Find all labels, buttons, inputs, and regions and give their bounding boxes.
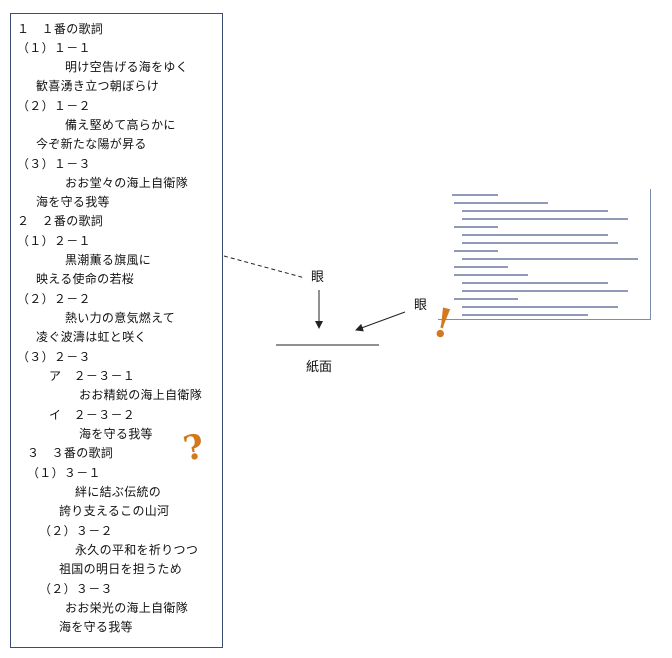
lyric-line: 海を守る我等 [59, 620, 133, 634]
section-2-1: （１）２－１ [17, 234, 91, 248]
lyrics-document-box: １ １番の歌詞 （１）１－１ 明け空告げる海をゆく 歓喜湧き立つ朝ぼらけ （２）… [10, 13, 223, 648]
lyric-line: 海を守る我等 [36, 195, 110, 209]
section-1-2: （２）１－２ [17, 99, 91, 113]
lyric-line: 今ぞ新たな陽が昇る [36, 137, 147, 151]
lyric-line: 映える使命の若桜 [36, 272, 135, 286]
paper-surface-label: 紙面 [306, 360, 333, 375]
subsection-2-3-2: イ ２－３－２ [49, 408, 136, 422]
lyric-line: 歓喜湧き立つ朝ぼらけ [36, 79, 160, 93]
lyric-line: 祖国の明日を担うため [59, 562, 183, 576]
section-1-1: （１）１－１ [17, 41, 91, 55]
lyric-line: 備え堅めて高らかに [65, 118, 176, 132]
lyric-line: 明け空告げる海をゆく [65, 60, 189, 74]
heading-verse-2: ２ ２番の歌詞 [17, 214, 104, 228]
section-3-2: （２）３－２ [39, 524, 113, 538]
eye-label-center: 眼 [311, 270, 325, 285]
lyric-line: 黒潮薫る旗風に [65, 253, 152, 267]
lyric-line: 凌ぐ波濤は虹と咲く [36, 330, 147, 344]
section-1-3: （３）１－３ [17, 157, 91, 171]
sight-line-dashed [223, 255, 306, 279]
heading-verse-1: １ １番の歌詞 [17, 22, 104, 36]
lyric-line: 海を守る我等 [79, 427, 153, 441]
section-2-2: （２）２－２ [17, 292, 91, 306]
lyric-line: おお精鋭の海上自衛隊 [79, 388, 203, 402]
skewed-document-thumbnail [438, 189, 651, 320]
heading-verse-3: ３ ３番の歌詞 [27, 446, 114, 460]
section-3-3: （２）３－３ [39, 582, 113, 596]
oblique-view-arrow [355, 311, 406, 332]
lyric-line: 絆に結ぶ伝統の [75, 485, 162, 499]
lyric-line: 永久の平和を祈りつつ [75, 543, 199, 557]
skewed-text-lines [452, 194, 638, 316]
section-3-1: （１）３－１ [27, 466, 101, 480]
lyric-line: おお堂々の海上自衛隊 [65, 176, 189, 190]
subsection-2-3-1: ア ２－３－１ [49, 369, 136, 383]
eye-label-right: 眼 [414, 298, 428, 313]
section-2-3: （３）２－３ [17, 350, 91, 364]
lyric-line: 誇り支えるこの山河 [59, 504, 170, 518]
lyric-line: おお栄光の海上自衛隊 [65, 601, 189, 615]
lyric-line: 熱い力の意気燃えて [65, 311, 176, 325]
exclamation-mark-icon: ! [428, 298, 457, 349]
